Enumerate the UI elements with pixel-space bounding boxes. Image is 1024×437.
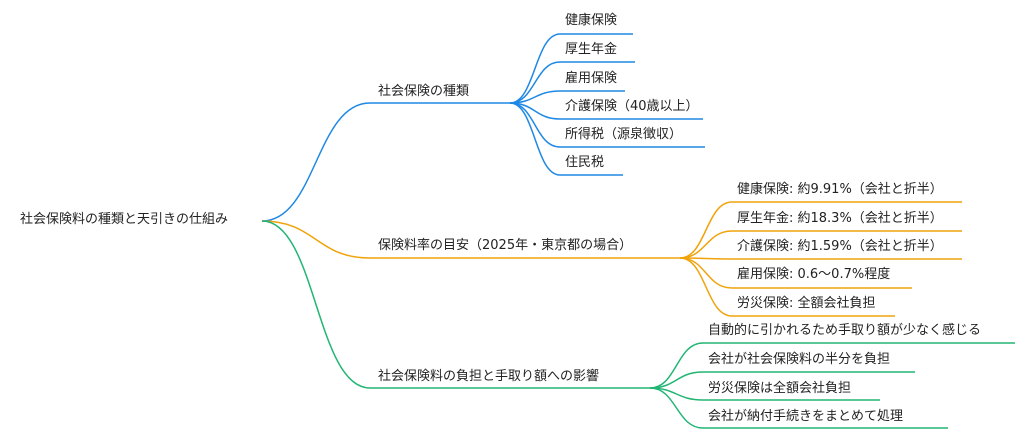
- leaf-connector: [679, 201, 733, 259]
- branch-connector: [261, 220, 371, 259]
- leaf-rate-pension: 厚生年金: 約18.3%（会社と折半）: [737, 211, 943, 226]
- branch-rate-guide: 保険料率の目安（2025年・東京都の場合）: [378, 238, 633, 253]
- leaf-income-tax: 所得税（源泉徴収）: [565, 127, 683, 142]
- leaf-connector: [679, 257, 733, 289]
- leaf-connector: [509, 102, 561, 176]
- leaf-impact-auto-deduct: 自動的に引かれるため手取り額が少なく感じる: [708, 323, 982, 338]
- branch-burden-impact: 社会保険料の負担と手取り額への影響: [378, 369, 600, 384]
- leaf-rate-care: 介護保険: 約1.59%（会社と折半）: [737, 239, 943, 254]
- leaf-connector: [679, 257, 733, 317]
- leaf-connector: [679, 230, 733, 259]
- leaf-resident-tax: 住民税: [565, 155, 605, 170]
- root-node: 社会保険料の種類と天引きの仕組み: [20, 212, 229, 227]
- leaf-health-insurance: 健康保険: [565, 13, 618, 28]
- leaf-pension: 厚生年金: [565, 42, 618, 57]
- leaf-connector: [649, 342, 704, 389]
- leaf-employment-insurance: 雇用保険: [565, 71, 618, 86]
- leaf-rate-workers-comp: 労災保険: 全額会社負担: [737, 296, 876, 311]
- leaf-connector: [649, 387, 704, 429]
- branch-connector: [261, 220, 371, 389]
- leaf-connector: [509, 33, 561, 104]
- leaf-care-insurance: 介護保険（40歳以上）: [565, 99, 699, 114]
- leaf-rate-health: 健康保険: 約9.91%（会社と折半）: [737, 182, 943, 197]
- leaf-rate-employment: 雇用保険: 0.6〜0.7%程度: [737, 267, 891, 282]
- leaf-impact-filing: 会社が納付手続きをまとめて処理: [708, 409, 904, 424]
- leaf-connector: [509, 61, 561, 104]
- leaf-impact-workers-comp: 労災保険は全額会社負担: [708, 381, 852, 396]
- branch-connector: [261, 102, 371, 222]
- leaf-impact-half-burden: 会社が社会保険料の半分を負担: [708, 352, 891, 367]
- branch-insurance-types: 社会保険の種類: [378, 84, 470, 99]
